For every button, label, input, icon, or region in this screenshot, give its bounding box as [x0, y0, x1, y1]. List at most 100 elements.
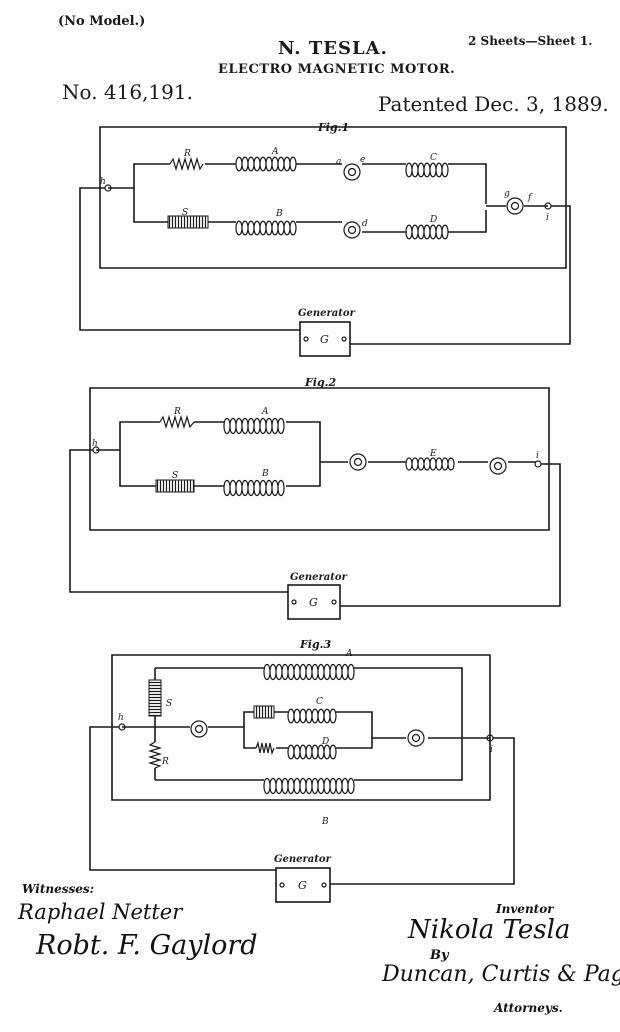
fig1-motor-a-hub: [347, 167, 357, 177]
fig2-motor-1: [349, 453, 367, 471]
fig2-branch-wire: [96, 421, 536, 487]
fig1-generator-wire: [79, 187, 571, 345]
fig3-label-S: S: [166, 699, 172, 709]
fig3-generator-terminal-left: [279, 882, 285, 888]
fig2-coil-A: [223, 417, 285, 435]
fig3-coil-C: [287, 708, 337, 724]
fig1-resistance-R: [169, 156, 204, 172]
fig2-label-A: A: [261, 407, 269, 417]
fig1-label-R: R: [183, 149, 191, 159]
fig2-motor-2-hub: [493, 461, 503, 471]
fig1-coil-C: [405, 162, 449, 178]
fig2-resistance-R: [159, 414, 195, 430]
fig2-motor-2: [489, 457, 507, 475]
fig1-label-i: i: [546, 213, 549, 223]
inventor-name: N. TESLA.: [278, 38, 388, 59]
fig3-inner-branch-wire: [243, 711, 373, 749]
fig1-label-h: h: [100, 177, 106, 187]
figure-1: Fig.1 Generator G h R A a e C: [79, 121, 571, 357]
fig3-label-B: B: [321, 817, 329, 827]
fig3-generator-symbol: G: [298, 879, 307, 892]
fig3-generator-wire: [89, 726, 515, 885]
fig1-label-e: e: [360, 155, 365, 165]
patent-title: ELECTRO MAGNETIC MOTOR.: [218, 62, 456, 77]
fig1-coil-B: [235, 220, 297, 236]
attorney-signature: Duncan, Curtis & Page,: [382, 962, 620, 987]
sheet-count: 2 Sheets—Sheet 1.: [468, 34, 593, 48]
fig3-label-D: D: [321, 737, 329, 747]
fig2-self-induction-S: [155, 479, 195, 493]
fig2-label-E: E: [429, 449, 437, 459]
inventor-label: Inventor: [496, 902, 554, 916]
fig1-label-S: S: [182, 208, 188, 218]
no-model-note: (No Model.): [58, 14, 146, 29]
fig3-frame: [111, 654, 491, 801]
fig3-label-R: R: [161, 757, 169, 767]
fig2-frame: [89, 387, 550, 531]
fig1-label-a: a: [336, 157, 341, 167]
fig2-generator-wire: [69, 449, 561, 607]
patent-date: Patented Dec. 3, 1889.: [378, 92, 609, 116]
fig2-label-B: B: [261, 469, 269, 479]
figure-2: Fig.2 Generator G h R A S B E i: [69, 376, 561, 620]
fig3-coil-B: [263, 777, 355, 795]
by-label: By: [430, 948, 449, 963]
fig2-generator-label: Generator: [290, 572, 348, 583]
attorneys-label: Attorneys.: [494, 1001, 563, 1015]
fig3-main-wire: [122, 726, 490, 739]
fig1-generator-label: Generator: [298, 308, 356, 319]
fig3-label-C: C: [316, 697, 323, 707]
fig1-coil-A: [235, 156, 297, 172]
fig3-motor-2: [407, 729, 425, 747]
fig3-coil-D: [287, 744, 337, 760]
fig2-terminal-i: [534, 460, 542, 468]
fig1-motor-d-hub: [347, 225, 357, 235]
fig2-generator-terminal-left: [291, 599, 297, 605]
fig3-self-induction-S: [148, 679, 162, 717]
fig2-generator-box: [287, 584, 341, 620]
fig1-motor-a: [343, 163, 361, 181]
fig1-label-g: g: [504, 189, 510, 199]
fig1-motor-g: [506, 197, 524, 215]
patent-number: No. 416,191.: [62, 80, 193, 104]
fig3-motor-1: [190, 720, 208, 738]
fig1-coil-D: [405, 224, 449, 240]
fig3-coil-A: [263, 663, 355, 681]
fig1-generator-box: [299, 321, 351, 357]
fig3-inner-resistance: [255, 740, 275, 756]
fig3-inner-self-induction: [253, 705, 275, 719]
fig2-coil-B: [223, 479, 285, 497]
fig1-motor-d: [343, 221, 361, 239]
fig3-resistance-R: [147, 741, 163, 769]
fig3-generator-label: Generator: [274, 854, 332, 865]
fig1-generator-symbol: G: [320, 333, 329, 346]
fig1-generator-terminal-left: [303, 336, 309, 342]
fig3-label-h: h: [118, 713, 124, 723]
fig1-label-C: C: [430, 153, 437, 163]
fig2-title: Fig.2: [304, 376, 337, 389]
fig2-generator-terminal-right: [331, 599, 337, 605]
fig2-label-R: R: [173, 407, 181, 417]
fig3-label-i: i: [490, 745, 493, 755]
fig1-self-induction-S: [167, 215, 209, 229]
figure-3: Fig.3 Generator G A S h C D: [89, 638, 515, 903]
fig3-generator-terminal-right: [321, 882, 327, 888]
fig2-label-S: S: [172, 471, 178, 481]
witnesses-label: Witnesses:: [22, 882, 95, 896]
fig3-label-A: A: [345, 649, 353, 659]
fig1-label-d: d: [362, 219, 368, 229]
fig1-upper-branch-wire: [108, 163, 487, 204]
fig1-label-B: B: [275, 209, 283, 219]
fig3-title: Fig.3: [299, 638, 332, 651]
fig1-frame: [99, 126, 567, 269]
fig1-label-A: A: [271, 147, 279, 157]
inventor-signature: Nikola Tesla: [408, 915, 571, 945]
fig1-generator-terminal-right: [341, 336, 347, 342]
fig3-generator-box: [275, 867, 331, 903]
fig1-motor-g-hub: [510, 201, 520, 211]
fig2-generator-symbol: G: [309, 596, 318, 609]
fig1-lower-branch-wire: [133, 188, 487, 233]
fig3-outer-wire: [154, 667, 463, 781]
fig2-motor-1-hub: [353, 457, 363, 467]
